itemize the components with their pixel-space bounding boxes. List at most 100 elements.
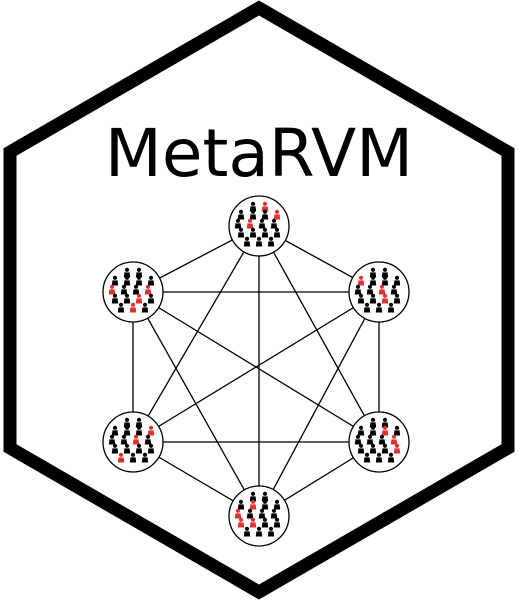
person-icon (369, 293, 377, 304)
node-bottom (228, 485, 290, 547)
node-circle (102, 411, 164, 473)
person-icon (129, 302, 137, 313)
person-icon (390, 284, 398, 295)
person-icon (144, 434, 152, 445)
person-icon (135, 267, 143, 278)
person-icon (141, 302, 149, 313)
person-icon (261, 209, 269, 220)
person-icon (144, 284, 152, 295)
person-icon (132, 284, 140, 295)
person-icon (381, 293, 389, 304)
logo-title: MetaRVM (105, 115, 413, 192)
person-icon (375, 452, 383, 463)
person-icon (393, 275, 401, 286)
person-icon (111, 275, 119, 286)
person-icon (270, 508, 278, 519)
person-icon (234, 508, 242, 519)
person-icon (246, 508, 254, 519)
person-icon (249, 201, 257, 212)
person-icon (261, 491, 269, 502)
person-icon (381, 417, 389, 428)
person-icon (354, 434, 362, 445)
person-icon (237, 209, 245, 220)
person-icon (249, 209, 257, 220)
person-icon (267, 526, 275, 537)
person-icon (369, 443, 377, 454)
person-icon (147, 293, 155, 304)
person-icon (246, 218, 254, 229)
node-upper-right (348, 261, 410, 323)
person-icon (135, 293, 143, 304)
person-icon (147, 443, 155, 454)
node-lower-right (348, 411, 410, 473)
node-top (228, 195, 290, 257)
person-icon (387, 452, 395, 463)
node-circle (348, 261, 410, 323)
node-circle (228, 485, 290, 547)
person-icon (363, 302, 371, 313)
person-icon (363, 452, 371, 463)
person-icon (249, 517, 257, 528)
edge-top-lower-left (132, 225, 260, 443)
network-nodes (102, 195, 410, 547)
person-icon (366, 434, 374, 445)
person-icon (111, 443, 119, 454)
person-icon (243, 236, 251, 247)
person-icon (357, 275, 365, 286)
node-circle (348, 411, 410, 473)
person-icon (273, 517, 281, 528)
person-icon (237, 499, 245, 510)
person-icon (381, 425, 389, 436)
edge-upper-right-bottom (258, 291, 380, 517)
person-icon (123, 417, 131, 428)
person-icon (111, 293, 119, 304)
person-icon (120, 284, 128, 295)
person-icon (255, 236, 263, 247)
person-icon (270, 218, 278, 229)
person-icon (366, 284, 374, 295)
person-icon (147, 425, 155, 436)
person-icon (108, 434, 116, 445)
person-icon (123, 275, 131, 286)
node-circle (228, 195, 290, 257)
person-icon (237, 517, 245, 528)
person-icon (234, 218, 242, 229)
person-icon (261, 517, 269, 528)
person-icon (123, 443, 131, 454)
person-icon (387, 302, 395, 313)
edge-lower-right-upper-left (132, 291, 380, 443)
person-icon (123, 267, 131, 278)
person-icon (135, 275, 143, 286)
person-icon (117, 452, 125, 463)
person-icon (267, 236, 275, 247)
person-icon (249, 491, 257, 502)
person-icon (132, 434, 140, 445)
person-icon (369, 425, 377, 436)
person-icon (375, 302, 383, 313)
node-lower-left (102, 411, 164, 473)
person-icon (273, 499, 281, 510)
person-icon (123, 425, 131, 436)
person-icon (261, 499, 269, 510)
person-icon (393, 425, 401, 436)
person-icon (390, 434, 398, 445)
person-icon (393, 443, 401, 454)
person-icon (381, 267, 389, 278)
person-icon (123, 293, 131, 304)
person-icon (369, 267, 377, 278)
person-icon (243, 526, 251, 537)
person-icon (135, 443, 143, 454)
person-icon (378, 434, 386, 445)
person-icon (249, 499, 257, 510)
person-icon (255, 526, 263, 537)
person-icon (135, 425, 143, 436)
person-icon (354, 284, 362, 295)
person-icon (381, 275, 389, 286)
person-icon (393, 293, 401, 304)
person-icon (108, 284, 116, 295)
person-icon (111, 425, 119, 436)
person-icon (357, 293, 365, 304)
person-icon (135, 417, 143, 428)
person-icon (249, 227, 257, 238)
